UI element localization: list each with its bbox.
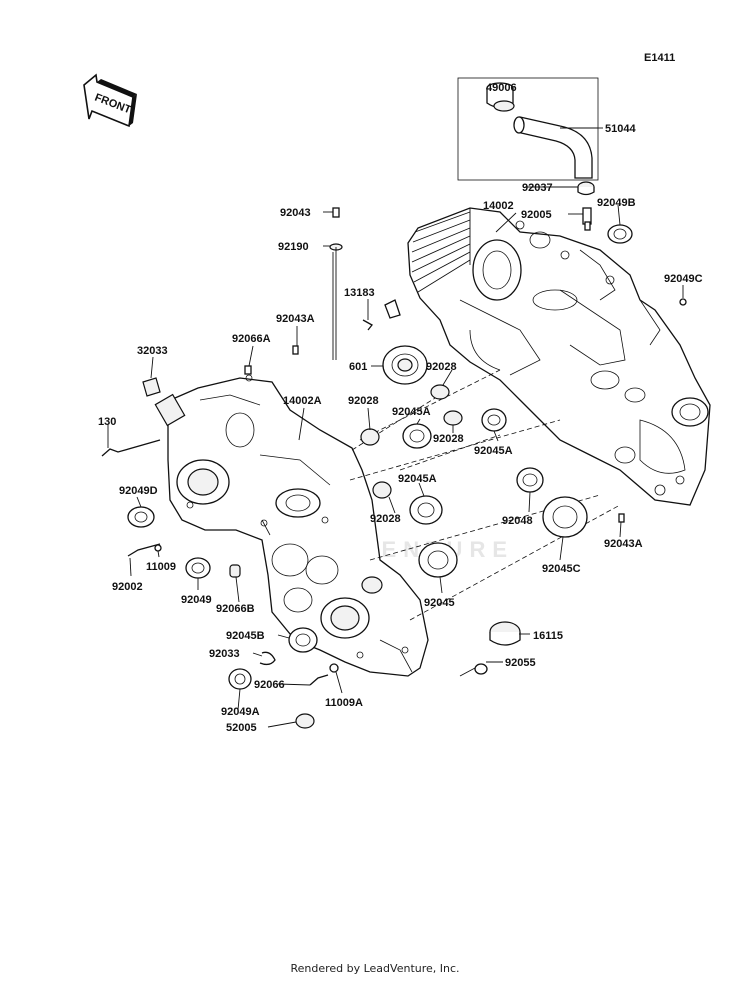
label-92049B: 92049B bbox=[597, 197, 636, 209]
label-92043A-2: 92043A bbox=[604, 538, 643, 550]
label-92045A-a: 92045A bbox=[392, 406, 431, 418]
label-92028-a: 92028 bbox=[426, 361, 457, 373]
label-92037: 92037 bbox=[522, 182, 553, 194]
footer-credit: Rendered by LeadVenture, Inc. bbox=[290, 962, 460, 975]
diagram-id: E1411 bbox=[644, 52, 675, 64]
part-drawings bbox=[101, 181, 687, 729]
leader-lines bbox=[107, 127, 684, 728]
label-92049D: 92049D bbox=[119, 485, 158, 497]
label-92028-d: 92028 bbox=[370, 513, 401, 525]
label-49006: 49006 bbox=[486, 82, 517, 94]
label-92049C: 92049C bbox=[664, 273, 703, 285]
label-92002: 92002 bbox=[112, 581, 143, 593]
label-52005: 52005 bbox=[226, 722, 257, 734]
label-51044: 51044 bbox=[605, 123, 636, 135]
label-92045A-b: 92045A bbox=[474, 445, 513, 457]
label-92045: 92045 bbox=[424, 597, 455, 609]
label-92028-c: 92028 bbox=[433, 433, 464, 445]
front-arrow-icon: FRONT bbox=[83, 73, 137, 128]
label-130: 130 bbox=[98, 416, 116, 428]
crankcase-left bbox=[154, 374, 429, 677]
label-92049: 92049 bbox=[181, 594, 212, 606]
breather-assembly bbox=[457, 77, 603, 181]
label-13183: 13183 bbox=[344, 287, 375, 299]
label-14002A: 14002A bbox=[283, 395, 322, 407]
label-32033: 32033 bbox=[137, 345, 168, 357]
label-92045B: 92045B bbox=[226, 630, 265, 642]
label-92043: 92043 bbox=[280, 207, 311, 219]
label-92190: 92190 bbox=[278, 241, 309, 253]
label-11009: 11009 bbox=[146, 561, 176, 573]
label-92048: 92048 bbox=[502, 515, 533, 527]
crankcase-right bbox=[407, 207, 711, 506]
label-11009A: 11009A bbox=[325, 697, 363, 709]
label-92043A: 92043A bbox=[276, 313, 315, 325]
label-92066A: 92066A bbox=[232, 333, 271, 345]
label-92066: 92066 bbox=[254, 679, 285, 691]
label-92045A-c: 92045A bbox=[398, 473, 437, 485]
label-601: 601 bbox=[349, 361, 367, 373]
label-92045C: 92045C bbox=[542, 563, 581, 575]
label-92049A: 92049A bbox=[221, 706, 260, 718]
label-92066B: 92066B bbox=[216, 603, 255, 615]
label-16115: 16115 bbox=[533, 630, 563, 642]
label-92005: 92005 bbox=[521, 209, 552, 221]
part-labels: 49006 51044 92037 14002 92005 92049B 920… bbox=[98, 82, 703, 734]
label-92055: 92055 bbox=[505, 657, 536, 669]
label-92028-b: 92028 bbox=[348, 395, 379, 407]
label-14002: 14002 bbox=[483, 200, 514, 212]
label-92033: 92033 bbox=[209, 648, 240, 660]
